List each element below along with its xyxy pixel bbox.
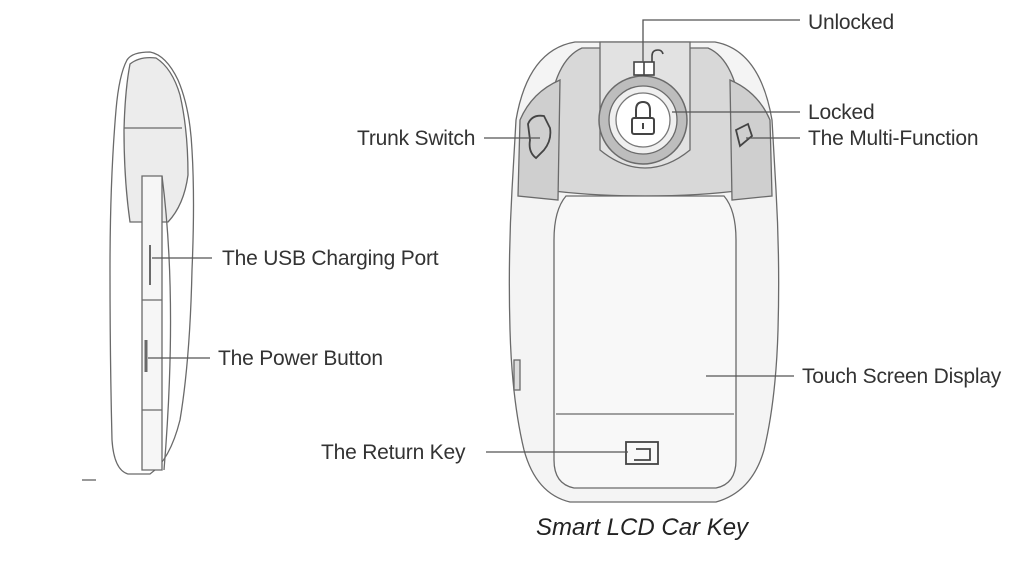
- label-trunk-switch: Trunk Switch: [357, 127, 476, 150]
- leader-unlocked: [642, 19, 800, 62]
- leader-lines: [148, 19, 800, 453]
- left-wing: [517, 79, 561, 201]
- label-usb-port: The USB Charging Port: [222, 247, 439, 270]
- key-side-view: [109, 51, 195, 475]
- side-edge-line: [161, 175, 172, 471]
- padlock-locked-icon: [631, 100, 655, 135]
- padlock-unlocked-icon: [633, 49, 664, 76]
- side-top-shade: [123, 56, 189, 223]
- label-power-button: The Power Button: [218, 347, 383, 370]
- figure-caption: Smart LCD Car Key: [536, 514, 749, 541]
- front-screen: [553, 195, 737, 489]
- label-unlocked: Unlocked: [808, 11, 894, 34]
- return-key-icon: [625, 441, 659, 465]
- key-front-view: [508, 41, 780, 503]
- label-touch-screen: Touch Screen Display: [802, 365, 1002, 388]
- side-nub: [513, 359, 521, 391]
- side-slot: [141, 175, 163, 471]
- label-return-key: The Return Key: [321, 441, 466, 464]
- trunk-switch-icon: [527, 114, 552, 160]
- label-locked: Locked: [808, 101, 875, 124]
- label-multi-function: The Multi-Function: [808, 127, 979, 150]
- multi-function-icon: [734, 122, 754, 148]
